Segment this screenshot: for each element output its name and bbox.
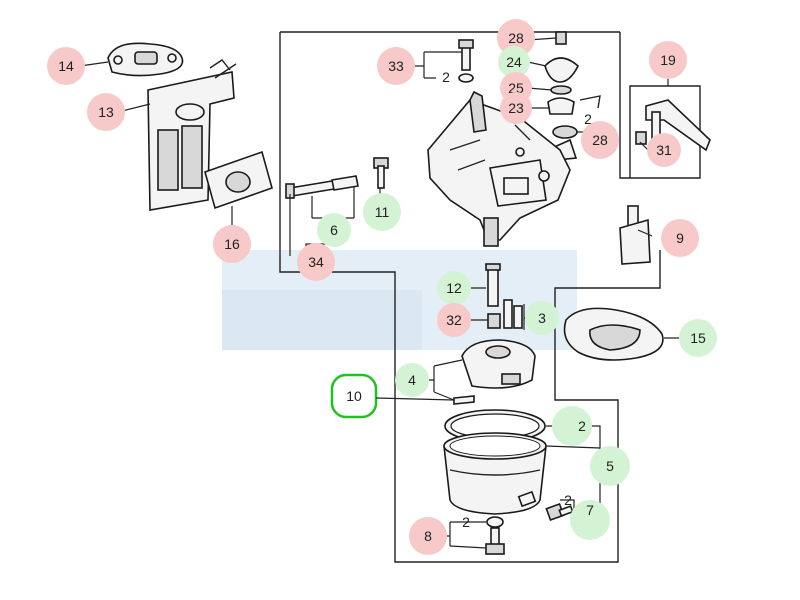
callout-badge-13 bbox=[87, 93, 125, 131]
callout-label-15: 15 bbox=[690, 330, 706, 346]
callout-ring-10 bbox=[330, 373, 378, 419]
bowl-bolt-8 bbox=[485, 516, 505, 555]
watermark-shade bbox=[222, 290, 422, 350]
callout-label-5: 5 bbox=[606, 458, 614, 474]
callout-label-32: 32 bbox=[446, 312, 462, 328]
callout-label-2-bolt: 2 bbox=[462, 514, 470, 530]
gasket-14 bbox=[107, 42, 184, 77]
main-jet-12 bbox=[485, 263, 501, 307]
screw-33 bbox=[458, 39, 474, 83]
callout-label-13: 13 bbox=[98, 104, 114, 120]
callout-badge-2-oring bbox=[552, 406, 592, 446]
callout-badge-8 bbox=[409, 517, 447, 555]
callout-label-33: 33 bbox=[388, 58, 404, 74]
float-pin-9 bbox=[619, 205, 651, 265]
callout-badge-9 bbox=[661, 219, 699, 257]
callout-label-8: 8 bbox=[424, 528, 432, 544]
callout-badge-11 bbox=[363, 193, 401, 231]
callout-badge-15 bbox=[679, 319, 717, 357]
callout-badge-6 bbox=[317, 213, 351, 247]
callout-label-24: 24 bbox=[506, 54, 522, 70]
callout-badge-14 bbox=[47, 47, 85, 85]
drain-screw-7 bbox=[545, 502, 574, 522]
float-needle-10 bbox=[453, 395, 475, 405]
callout-badge-28-lower bbox=[581, 121, 619, 159]
callout-label-28-top: 28 bbox=[508, 30, 524, 46]
callout-badge-19 bbox=[649, 41, 687, 79]
callout-badge-23 bbox=[500, 92, 532, 124]
callout-badge-33 bbox=[377, 47, 415, 85]
callout-label-2-oring: 2 bbox=[578, 418, 586, 434]
callout-label-19: 19 bbox=[660, 52, 676, 68]
callout-label-10: 10 bbox=[346, 388, 362, 404]
callout-badge-28-top bbox=[497, 19, 535, 57]
float-4 bbox=[461, 339, 536, 389]
callout-badge-5 bbox=[590, 446, 630, 486]
callout-badge-16 bbox=[213, 225, 251, 263]
callout-label-14: 14 bbox=[58, 58, 74, 74]
callout-badge-3 bbox=[525, 301, 559, 335]
adjust-screws-6 bbox=[285, 175, 359, 199]
callout-label-23: 23 bbox=[508, 100, 524, 116]
lever-19 bbox=[635, 99, 711, 152]
callout-badge-31 bbox=[647, 133, 681, 167]
callouts: 14 13 16 33 2 28 24 25 23 2 28 19 31 bbox=[47, 19, 717, 555]
callout-badge-4 bbox=[395, 363, 429, 397]
insulator-13 bbox=[147, 59, 237, 211]
callout-label-34: 34 bbox=[308, 254, 324, 270]
callout-badge-32 bbox=[437, 303, 471, 337]
callout-label-2-drain: 2 bbox=[564, 492, 572, 508]
callout-badge-24 bbox=[498, 46, 530, 78]
jets-3 bbox=[503, 299, 523, 329]
callout-label-28-lower: 28 bbox=[592, 132, 608, 148]
gasket-16 bbox=[204, 150, 273, 210]
screw-11 bbox=[373, 157, 389, 189]
callout-label-11: 11 bbox=[375, 204, 390, 220]
gasket-15 bbox=[563, 307, 664, 361]
callout-badge-7 bbox=[570, 500, 610, 540]
carburetor-body bbox=[427, 90, 571, 247]
callout-label-25: 25 bbox=[508, 80, 524, 96]
callout-label-9: 9 bbox=[676, 230, 684, 246]
callout-label-6: 6 bbox=[330, 222, 338, 238]
callout-label-3: 3 bbox=[538, 310, 546, 326]
callout-label-4: 4 bbox=[408, 372, 416, 388]
float-bowl-5 bbox=[443, 432, 547, 515]
callout-label-31: 31 bbox=[656, 142, 672, 158]
callout-label-2-choke: 2 bbox=[584, 111, 592, 127]
callout-label-16: 16 bbox=[224, 236, 240, 252]
callout-label-2-screw: 2 bbox=[442, 69, 450, 85]
callout-label-7: 7 bbox=[586, 502, 594, 518]
jet-32 bbox=[487, 313, 501, 329]
callout-label-12: 12 bbox=[446, 280, 462, 296]
callout-badge-34 bbox=[297, 243, 335, 281]
callout-badge-12 bbox=[437, 271, 471, 305]
